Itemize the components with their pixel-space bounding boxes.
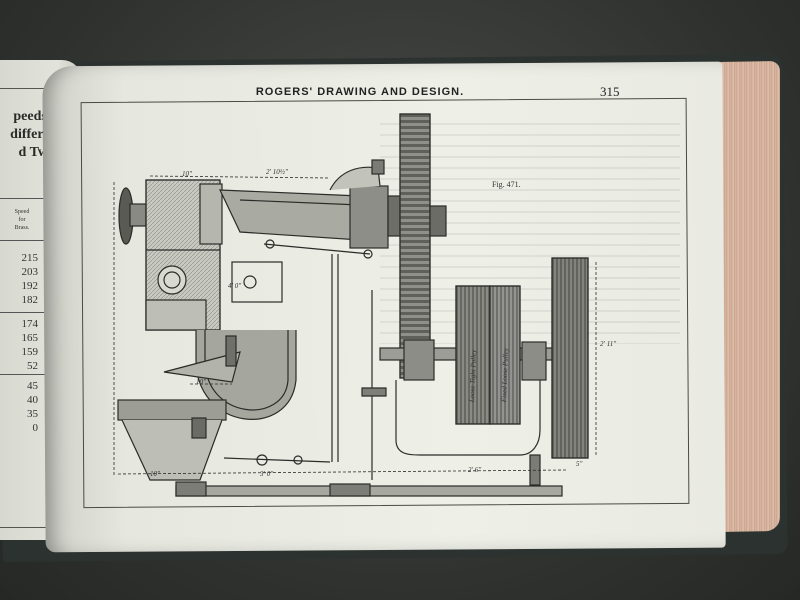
page-header-title: ROGERS' DRAWING AND DESIGN. <box>255 86 465 98</box>
left-rule <box>0 374 64 375</box>
left-rule <box>0 312 64 313</box>
dim-base-right: 2' 6" <box>468 466 482 474</box>
left-number: 165 <box>21 332 39 344</box>
dim-arm-gap: 10" <box>196 378 206 386</box>
page-number: 315 <box>600 84 620 99</box>
handwheel <box>118 187 147 245</box>
large-gear <box>399 113 447 379</box>
drill-head-body <box>145 179 283 331</box>
left-number: 182 <box>21 294 39 306</box>
left-number: 203 <box>21 266 39 278</box>
spindle-arm <box>219 159 405 249</box>
left-number: 192 <box>21 280 39 292</box>
dim-flywheel-width: 5" <box>576 460 583 468</box>
col-head-line: Speed <box>14 209 30 215</box>
dim-pulley-dia: 2' 11" <box>600 340 617 348</box>
figure-label: Fig. 471. <box>492 180 521 189</box>
dim-base-left: 10" <box>150 470 160 478</box>
left-rule <box>0 198 64 199</box>
left-number: 215 <box>21 252 39 264</box>
dim-top-short: 10" <box>182 170 192 178</box>
col-head-line: Brass. <box>14 225 30 231</box>
dim-base-mid: 3' 0" <box>260 470 274 478</box>
left-column-head: Speed for Brass. <box>8 208 36 232</box>
left-number: 45 <box>27 380 38 392</box>
dim-left-height: 4' 0" <box>228 282 242 290</box>
column-frame <box>163 330 297 420</box>
left-rule <box>0 240 64 241</box>
lever-linkage <box>223 239 373 466</box>
left-number: 174 <box>21 318 39 330</box>
left-number: 0 <box>32 422 39 434</box>
left-number: 35 <box>27 408 38 420</box>
flywheel-pulley <box>551 257 589 459</box>
machine-base <box>117 399 563 497</box>
left-number: 40 <box>27 394 38 406</box>
dimension-lines <box>113 175 597 476</box>
col-head-line: for <box>18 217 26 223</box>
left-number: 52 <box>27 360 38 372</box>
left-number: 159 <box>21 346 39 358</box>
fast-loose-pulleys <box>455 285 521 425</box>
dim-top-overall: 2' 10½" <box>266 168 288 176</box>
